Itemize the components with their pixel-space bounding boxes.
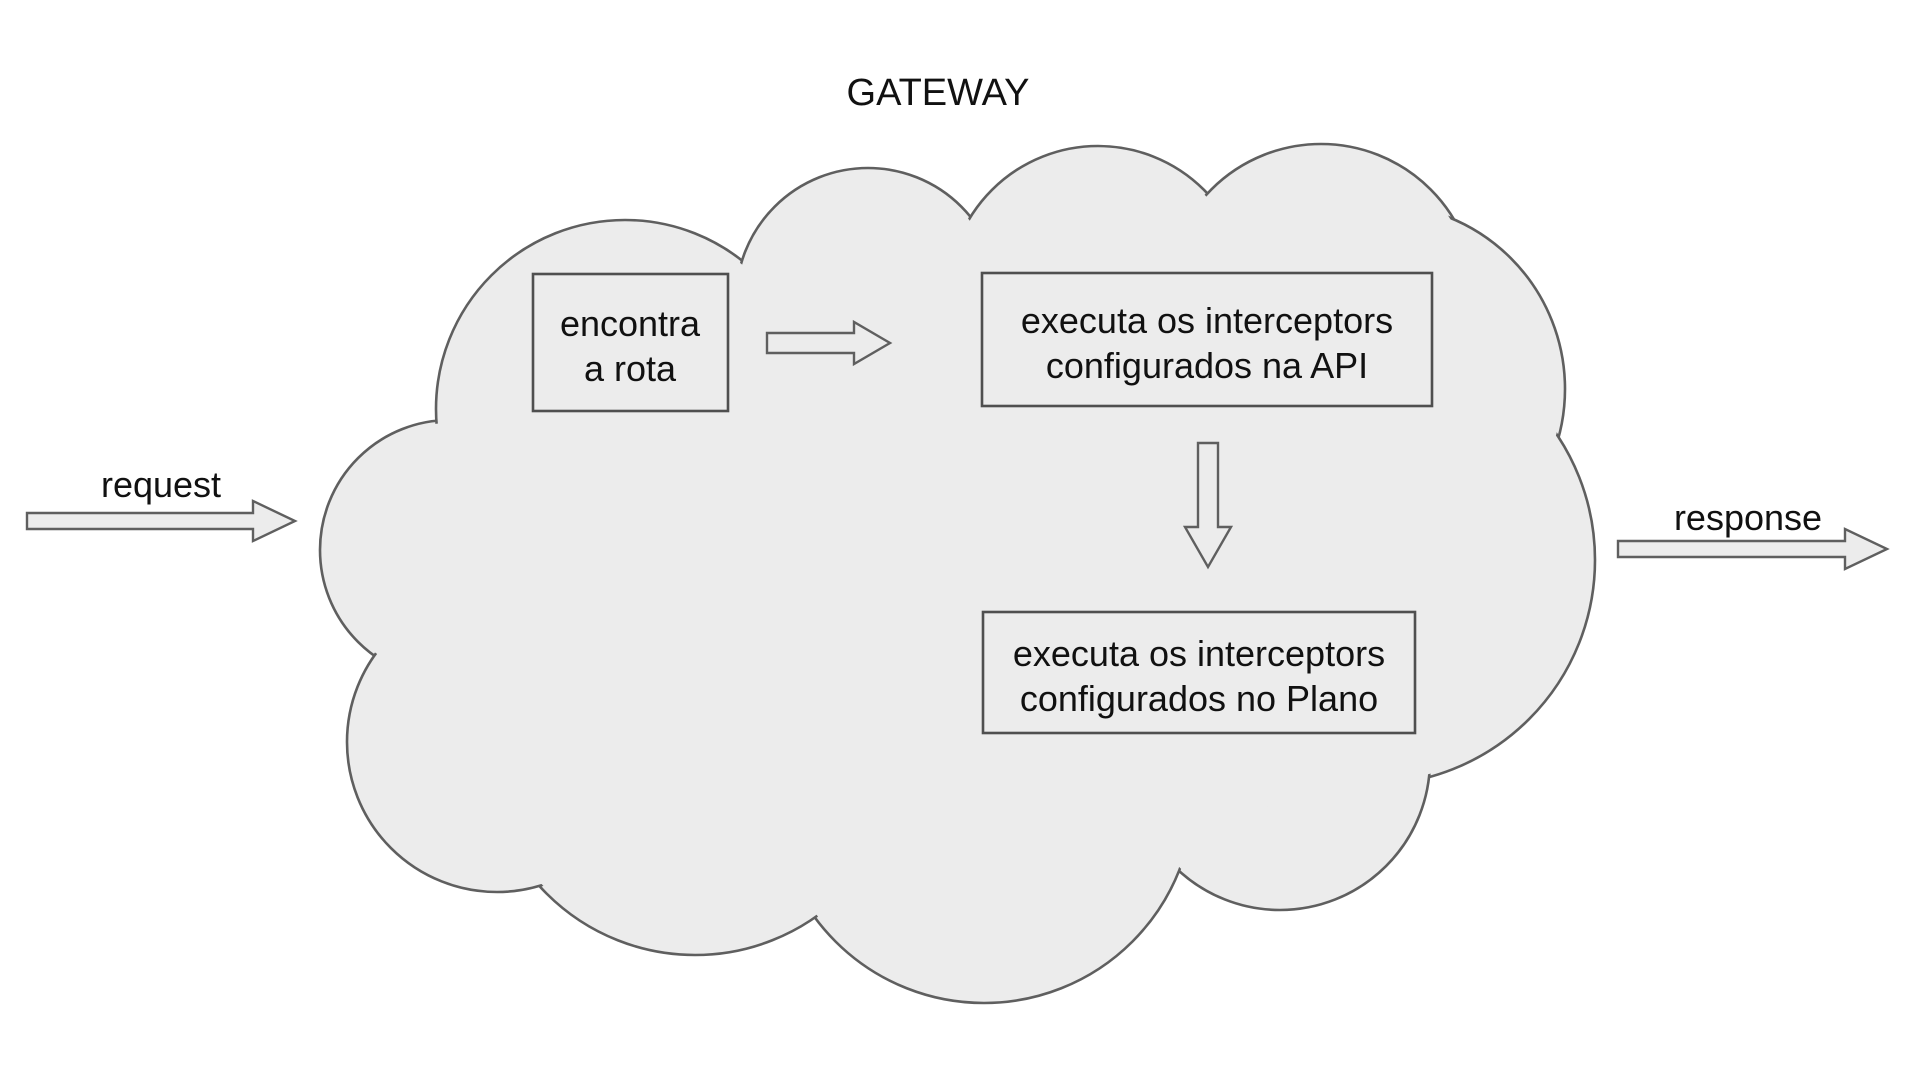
api-interceptors-text-line2: configurados na API <box>1046 345 1368 386</box>
plan-interceptors-box <box>981 610 1417 735</box>
find-route-node: encontra a rota <box>531 272 730 413</box>
api-interceptors-node: executa os interceptors configurados na … <box>980 271 1434 408</box>
gateway-title: GATEWAY <box>847 72 1030 114</box>
find-route-box <box>531 272 730 413</box>
api-interceptors-box <box>980 271 1434 408</box>
route-to-api-arrow-icon <box>765 319 893 367</box>
find-route-text-line2: a rota <box>584 348 677 389</box>
plan-interceptors-node: executa os interceptors configurados no … <box>981 610 1417 735</box>
request-label: request <box>101 464 221 505</box>
plan-interceptors-text-line2: configurados no Plano <box>1020 678 1378 719</box>
response-arrow-icon <box>1616 527 1890 571</box>
response-label: response <box>1674 497 1822 538</box>
plan-interceptors-text-line1: executa os interceptors <box>1013 633 1385 674</box>
request-arrow-icon <box>25 499 298 543</box>
api-interceptors-text-line1: executa os interceptors <box>1021 300 1393 341</box>
find-route-text-line1: encontra <box>560 303 701 344</box>
api-to-plan-arrow-icon <box>1182 441 1234 570</box>
